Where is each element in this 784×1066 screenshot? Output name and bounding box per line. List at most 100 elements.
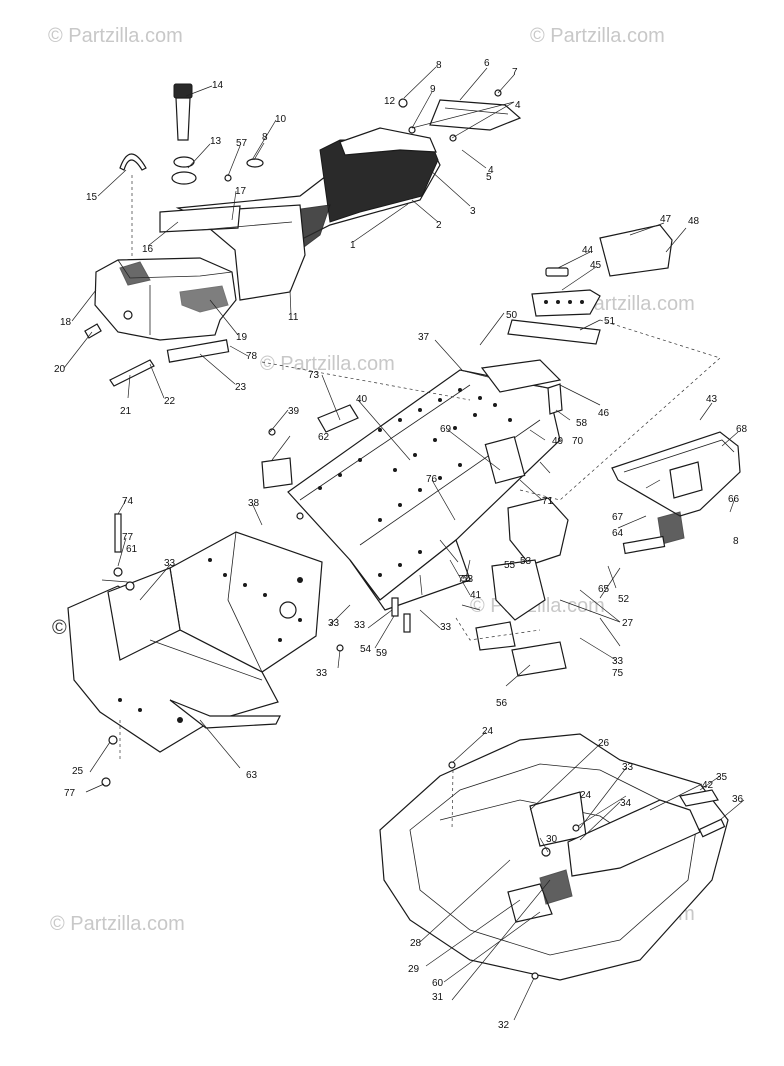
steering-bracket — [448, 761, 726, 980]
callout-70: 70 — [572, 436, 584, 447]
callout-60: 60 — [432, 978, 444, 989]
callout-22: 22 — [164, 396, 176, 407]
callout-69: 69 — [440, 424, 452, 435]
callout-64: 64 — [612, 528, 624, 539]
callout-5: 5 — [486, 172, 492, 183]
callout-20: 20 — [54, 364, 66, 375]
callout-31: 31 — [432, 992, 444, 1003]
callout-4b: 4 — [488, 165, 494, 176]
watermark-bottom-left: © Partzilla.com — [50, 913, 185, 935]
callout-33c: 33 — [316, 668, 328, 679]
callout-44: 44 — [582, 245, 594, 256]
callout-7: 7 — [512, 67, 518, 78]
rear-grab-bar — [611, 431, 741, 555]
callout-37: 37 — [418, 332, 430, 343]
callout-63: 63 — [246, 770, 258, 781]
suspension-brackets — [455, 497, 569, 677]
seat-hardware — [224, 89, 502, 182]
callout-8a: 8 — [436, 60, 442, 71]
callout-23: 23 — [235, 382, 247, 393]
callout-39: 39 — [288, 406, 300, 417]
callout-67: 67 — [612, 512, 624, 523]
tunnel-brackets — [261, 359, 563, 489]
callout-2: 2 — [436, 220, 442, 231]
callout-50: 50 — [506, 310, 518, 321]
callout-57: 57 — [236, 138, 248, 149]
callout-72: 72 — [458, 574, 470, 585]
seat-assembly — [159, 99, 522, 301]
callout-42: 42 — [702, 780, 714, 791]
callout-43: 43 — [706, 394, 718, 405]
callout-33d: 33 — [440, 622, 452, 633]
callout-74: 74 — [122, 496, 134, 507]
callout-61: 61 — [126, 544, 138, 555]
callout-13: 13 — [210, 136, 222, 147]
callout-4a: 4 — [515, 100, 521, 111]
fuel-gauge-filler — [119, 83, 197, 185]
callout-55: 55 — [504, 560, 516, 571]
callout-38: 38 — [248, 498, 260, 509]
callout-8b: 8 — [262, 132, 268, 143]
callout-47: 47 — [660, 214, 672, 225]
callout-8c: 8 — [733, 536, 739, 547]
watermark-top-right: © Partzilla.com — [530, 25, 665, 47]
callout-41: 41 — [470, 590, 482, 601]
callout-3: 3 — [470, 206, 476, 217]
callout-24a: 24 — [482, 726, 494, 737]
callout-19: 19 — [236, 332, 248, 343]
callout-10: 10 — [275, 114, 287, 125]
callout-51: 51 — [604, 316, 616, 327]
callout-56: 56 — [496, 698, 508, 709]
callout-77a: 77 — [122, 532, 134, 543]
callout-25: 25 — [72, 766, 84, 777]
callout-71: 71 — [542, 496, 554, 507]
callout-12: 12 — [384, 96, 396, 107]
callout-75: 75 — [612, 668, 624, 679]
callout-76: 76 — [426, 474, 438, 485]
callout-33a: 33 — [164, 558, 176, 569]
callout-29: 29 — [408, 964, 420, 975]
callout-33e: 33 — [612, 656, 624, 667]
watermark-top-left: © Partzilla.com — [48, 25, 183, 47]
callout-21: 21 — [120, 406, 132, 417]
callout-30: 30 — [546, 834, 558, 845]
callout-73: 73 — [308, 370, 320, 381]
callout-14: 14 — [212, 80, 224, 91]
callout-18: 18 — [60, 317, 72, 328]
front-bulkhead — [67, 531, 323, 753]
callout-65: 65 — [598, 584, 610, 595]
callout-33f: 33 — [622, 762, 634, 773]
callout-36: 36 — [732, 794, 744, 805]
callout-24b: 24 — [580, 790, 592, 801]
callout-46: 46 — [598, 408, 610, 419]
callout-45: 45 — [590, 260, 602, 271]
front-fasteners — [101, 428, 411, 787]
alignment-dashes — [119, 175, 721, 831]
callout-53a: 53 — [462, 574, 474, 585]
fuel-tank — [94, 257, 237, 341]
callout-6: 6 — [484, 58, 490, 69]
callout-58: 58 — [576, 418, 588, 429]
callout-33g: 33 — [354, 620, 366, 631]
callout-1: 1 — [350, 240, 356, 251]
callout-labels: 1 2 3 4 4 5 6 7 8 8 8 9 10 11 12 13 14 1… — [54, 58, 748, 1031]
callout-33b: 33 — [328, 618, 340, 629]
callout-52: 52 — [618, 594, 630, 605]
watermark-mid: © Partzilla.com — [260, 353, 395, 375]
callout-53b: 53 — [520, 556, 532, 567]
callout-66: 66 — [728, 494, 740, 505]
callout-48: 48 — [688, 216, 700, 227]
callout-77b: 77 — [64, 788, 76, 799]
callout-16: 16 — [142, 244, 154, 255]
callout-40: 40 — [356, 394, 368, 405]
rear-flap-bracket — [507, 224, 673, 345]
leader-lines — [63, 66, 745, 1021]
callout-17: 17 — [235, 186, 247, 197]
callout-62: 62 — [318, 432, 330, 443]
callout-27: 27 — [622, 618, 634, 629]
callout-35: 35 — [716, 772, 728, 783]
bulkhead-holes — [118, 558, 303, 723]
callout-68: 68 — [736, 424, 748, 435]
